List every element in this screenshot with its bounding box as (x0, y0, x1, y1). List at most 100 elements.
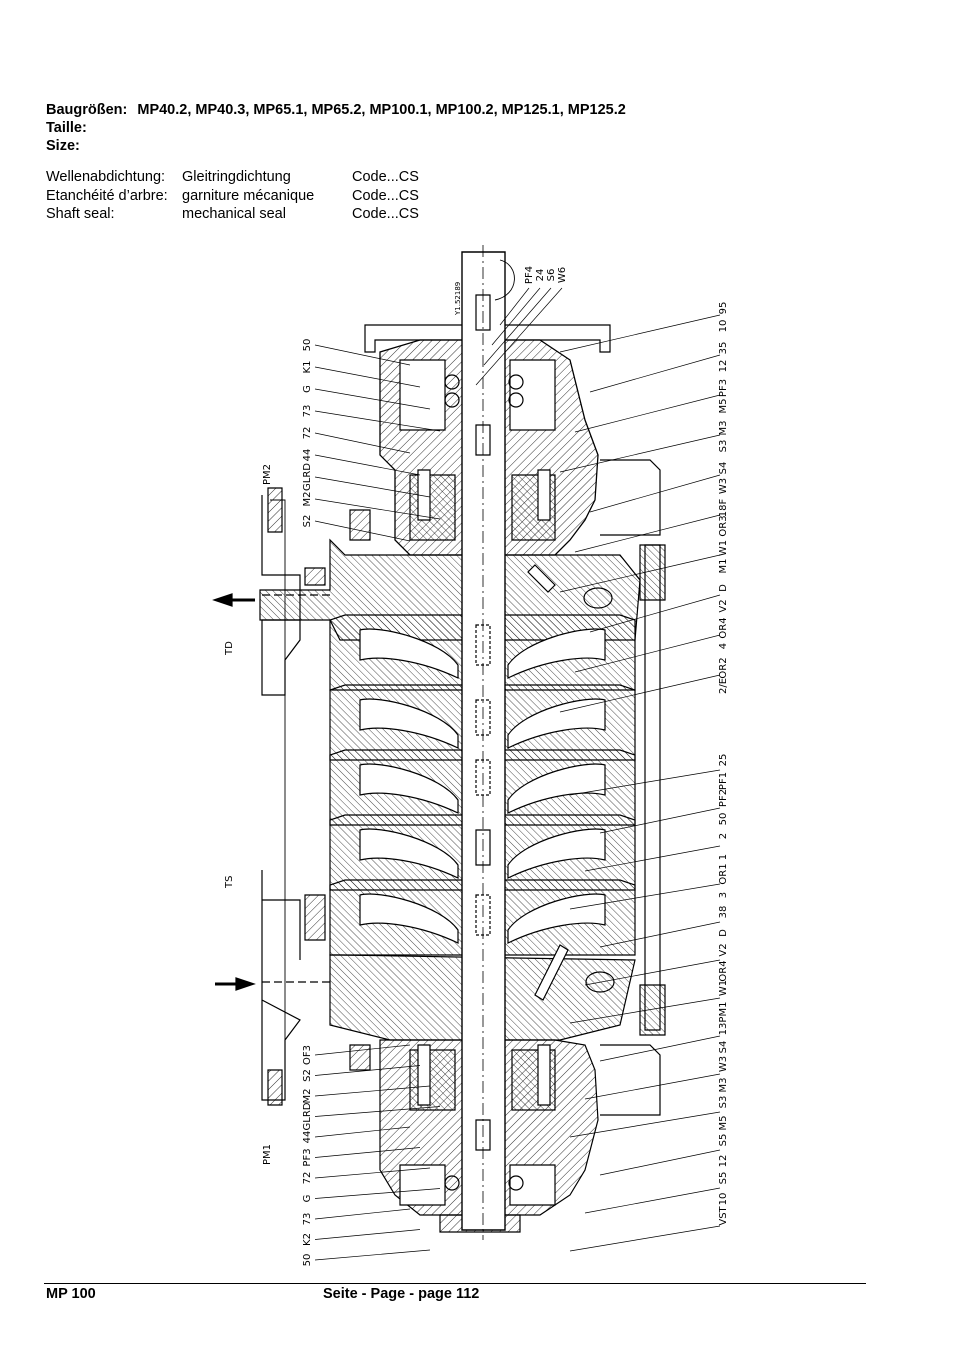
leader-line (599, 921, 721, 948)
part-label-right: 95 (718, 302, 729, 315)
pump-body (212, 245, 666, 1240)
seal-type: garniture mécanique (182, 187, 315, 204)
leader-line (569, 769, 721, 796)
leader-line (314, 366, 421, 388)
label-pm2: PM2 (262, 464, 273, 485)
leader-line (559, 314, 721, 353)
part-label-right: PF3 (718, 379, 729, 397)
part-label-left: 50 (302, 1254, 313, 1267)
part-label-left: G (302, 1195, 313, 1203)
leader-line (574, 514, 721, 553)
part-label-right: 12 (718, 360, 729, 373)
leader-line (584, 1073, 721, 1100)
sizes-label-en: Size: (46, 138, 80, 154)
part-label-right: 10 (718, 1193, 729, 1206)
seal-row-fr: Etanchéité d’arbre: garniture mécanique … (46, 187, 442, 206)
seal-code: Code...CS (352, 187, 419, 204)
part-label-right: OR4 (718, 617, 729, 638)
part-label-right: W1 (718, 540, 729, 556)
part-label-right: M1 (718, 559, 729, 574)
part-label-left: 72 (302, 1172, 313, 1185)
leader-line (574, 634, 721, 673)
seal-row-de: Wellenabdichtung: Gleitringdichtung Code… (46, 168, 442, 187)
leader-line (589, 474, 721, 513)
leader-line (599, 1035, 721, 1062)
part-label-left: K1 (302, 361, 313, 374)
leader-line (314, 498, 441, 520)
leader-line (584, 845, 721, 872)
part-label-left: K2 (302, 1233, 313, 1246)
seal-label: Etanchéité d’arbre: (46, 187, 168, 204)
part-label-right: 10 (718, 320, 729, 333)
leader-line (314, 1044, 411, 1056)
part-label-left: 72 (302, 427, 313, 440)
part-label-right: 13P (718, 1017, 729, 1036)
footer-model: MP 100 (46, 1286, 96, 1302)
part-label-right: W3 (718, 478, 729, 494)
leader-line (569, 1111, 721, 1138)
part-label-left: S2 (302, 1069, 313, 1082)
leader-line (314, 1147, 421, 1158)
seal-label: Wellenabdichtung: (46, 169, 166, 185)
leader-line (314, 1106, 441, 1117)
part-label-left: 50 (302, 339, 313, 352)
leader-line (499, 287, 530, 326)
part-label-right: 1 (718, 854, 729, 860)
part-label-right: OR4 (718, 960, 729, 981)
part-label-left: PF3 (302, 1148, 313, 1166)
part-label-right: 12 (718, 1155, 729, 1168)
impeller-right (507, 763, 606, 814)
leader-line (574, 394, 721, 433)
part-label-right: V2 (718, 599, 729, 612)
leader-line (314, 1208, 411, 1220)
part-label-right: S3 (718, 440, 729, 453)
drawing-stamp: Y1.52189 (454, 282, 462, 316)
label-td: TD (224, 641, 235, 656)
part-label-top: W6 (557, 267, 568, 283)
leader-line (559, 554, 721, 593)
part-label-right: 35 (718, 342, 729, 355)
sizes-label-de: Baugrößen: (46, 102, 128, 118)
part-label-right: M3 (718, 421, 729, 436)
leader-line (314, 1065, 421, 1076)
part-label-right: M3 (718, 1078, 729, 1093)
leader-line (314, 1126, 411, 1138)
seal-type: mechanical seal (182, 206, 286, 222)
seal-row-en: Shaft seal: mechanical seal Code...CS (46, 205, 442, 224)
leader-line (314, 432, 411, 454)
leader-line (314, 454, 421, 476)
label-ts: TS (224, 876, 235, 889)
part-label-right: D (718, 584, 729, 592)
leader-line (314, 344, 411, 366)
part-label-left: OF3 (302, 1045, 313, 1065)
part-label-right: 2 (718, 833, 729, 839)
impeller-right (507, 828, 606, 879)
part-label-right: M5 (718, 399, 729, 414)
part-label-right: OR2 (718, 657, 729, 678)
leader-line (314, 388, 431, 410)
part-label-top: PF4 (524, 266, 535, 284)
leader-line (584, 959, 721, 986)
impeller-left (359, 893, 459, 944)
part-label-right: S3 (718, 1096, 729, 1109)
part-label-left: 73 (302, 405, 313, 418)
part-label-right: S4 (718, 1041, 729, 1054)
seal-code: Code...CS (352, 206, 419, 222)
leader-line (589, 354, 721, 393)
part-label-left: M2 (302, 1089, 313, 1104)
impeller-left (359, 628, 459, 679)
leader-line (599, 807, 721, 834)
part-label-right: S4 (718, 462, 729, 475)
leader-line (491, 287, 541, 346)
part-label-right: 50 (718, 813, 729, 826)
impeller-left (359, 763, 459, 814)
part-label-right: 2/E (718, 678, 729, 694)
leader-line (314, 1167, 431, 1179)
seal-label: Shaft seal: (46, 206, 115, 222)
impeller-left (359, 828, 459, 879)
part-label-left: GLRD (302, 463, 313, 491)
impeller-left (359, 698, 459, 749)
impeller-right (507, 698, 606, 749)
part-label-right: 38 (718, 906, 729, 919)
